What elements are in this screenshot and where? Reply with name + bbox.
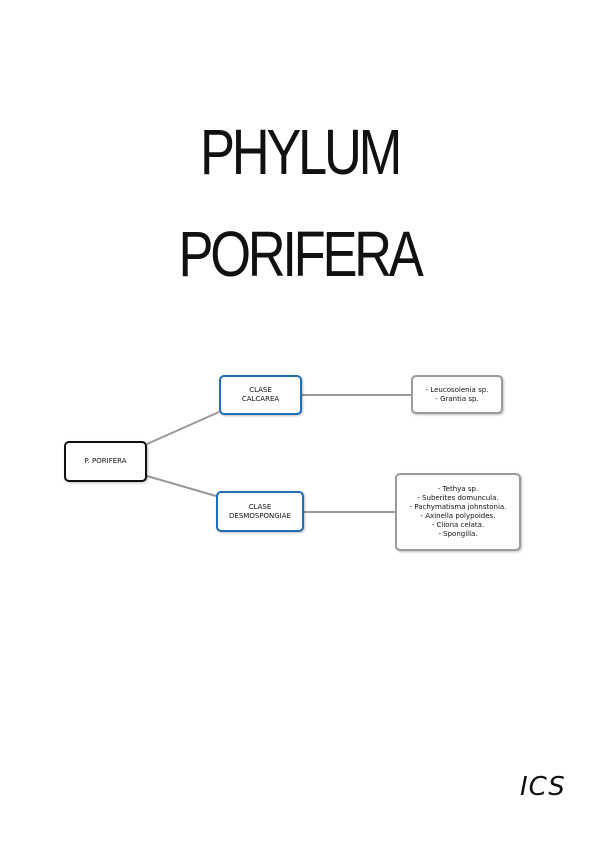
node-desmospongiae-label-line1: CLASE [248,502,272,511]
connector-root-desmospongiae [146,475,217,497]
node-desmospongiae-label-line2: DESMOSPONGIAE [229,511,291,520]
author-initials: ICS [520,772,566,802]
node-desmospongiae-species: - Tethya sp. - Suberites domuncula. - Pa… [395,473,521,551]
node-clase-calcarea: CLASE CALCAREA [219,375,302,415]
title-line-phylum: PHYLUM [199,116,402,188]
species-item: - Spongilla. [438,530,478,538]
node-calcarea-label-line2: CALCAREA [241,395,280,403]
connector-root-calcarea [146,411,220,445]
species-item: - Axinella polypoides. [420,512,496,520]
species-item: - Tethya sp. [437,485,479,493]
title-line-porifera: PORIFERA [178,218,423,290]
species-item: - Grantia sp. [435,394,479,403]
species-item: - Suberites domuncula. [417,494,499,502]
node-clase-desmospongiae: CLASE DESMOSPONGIAE [216,491,304,532]
species-item: - Pachymatisma johnstonia. [409,503,507,511]
node-p-porifera: P. PORIFERA [64,441,147,482]
node-calcarea-label-line1: CLASE [249,386,272,394]
node-p-porifera-label: P. PORIFERA [84,457,127,465]
node-calcarea-species: - Leucosolenia sp. - Grantia sp. [411,375,503,414]
species-item: - Leucosolenia sp. [425,385,489,394]
species-item: - Cliona celata. [431,521,485,529]
